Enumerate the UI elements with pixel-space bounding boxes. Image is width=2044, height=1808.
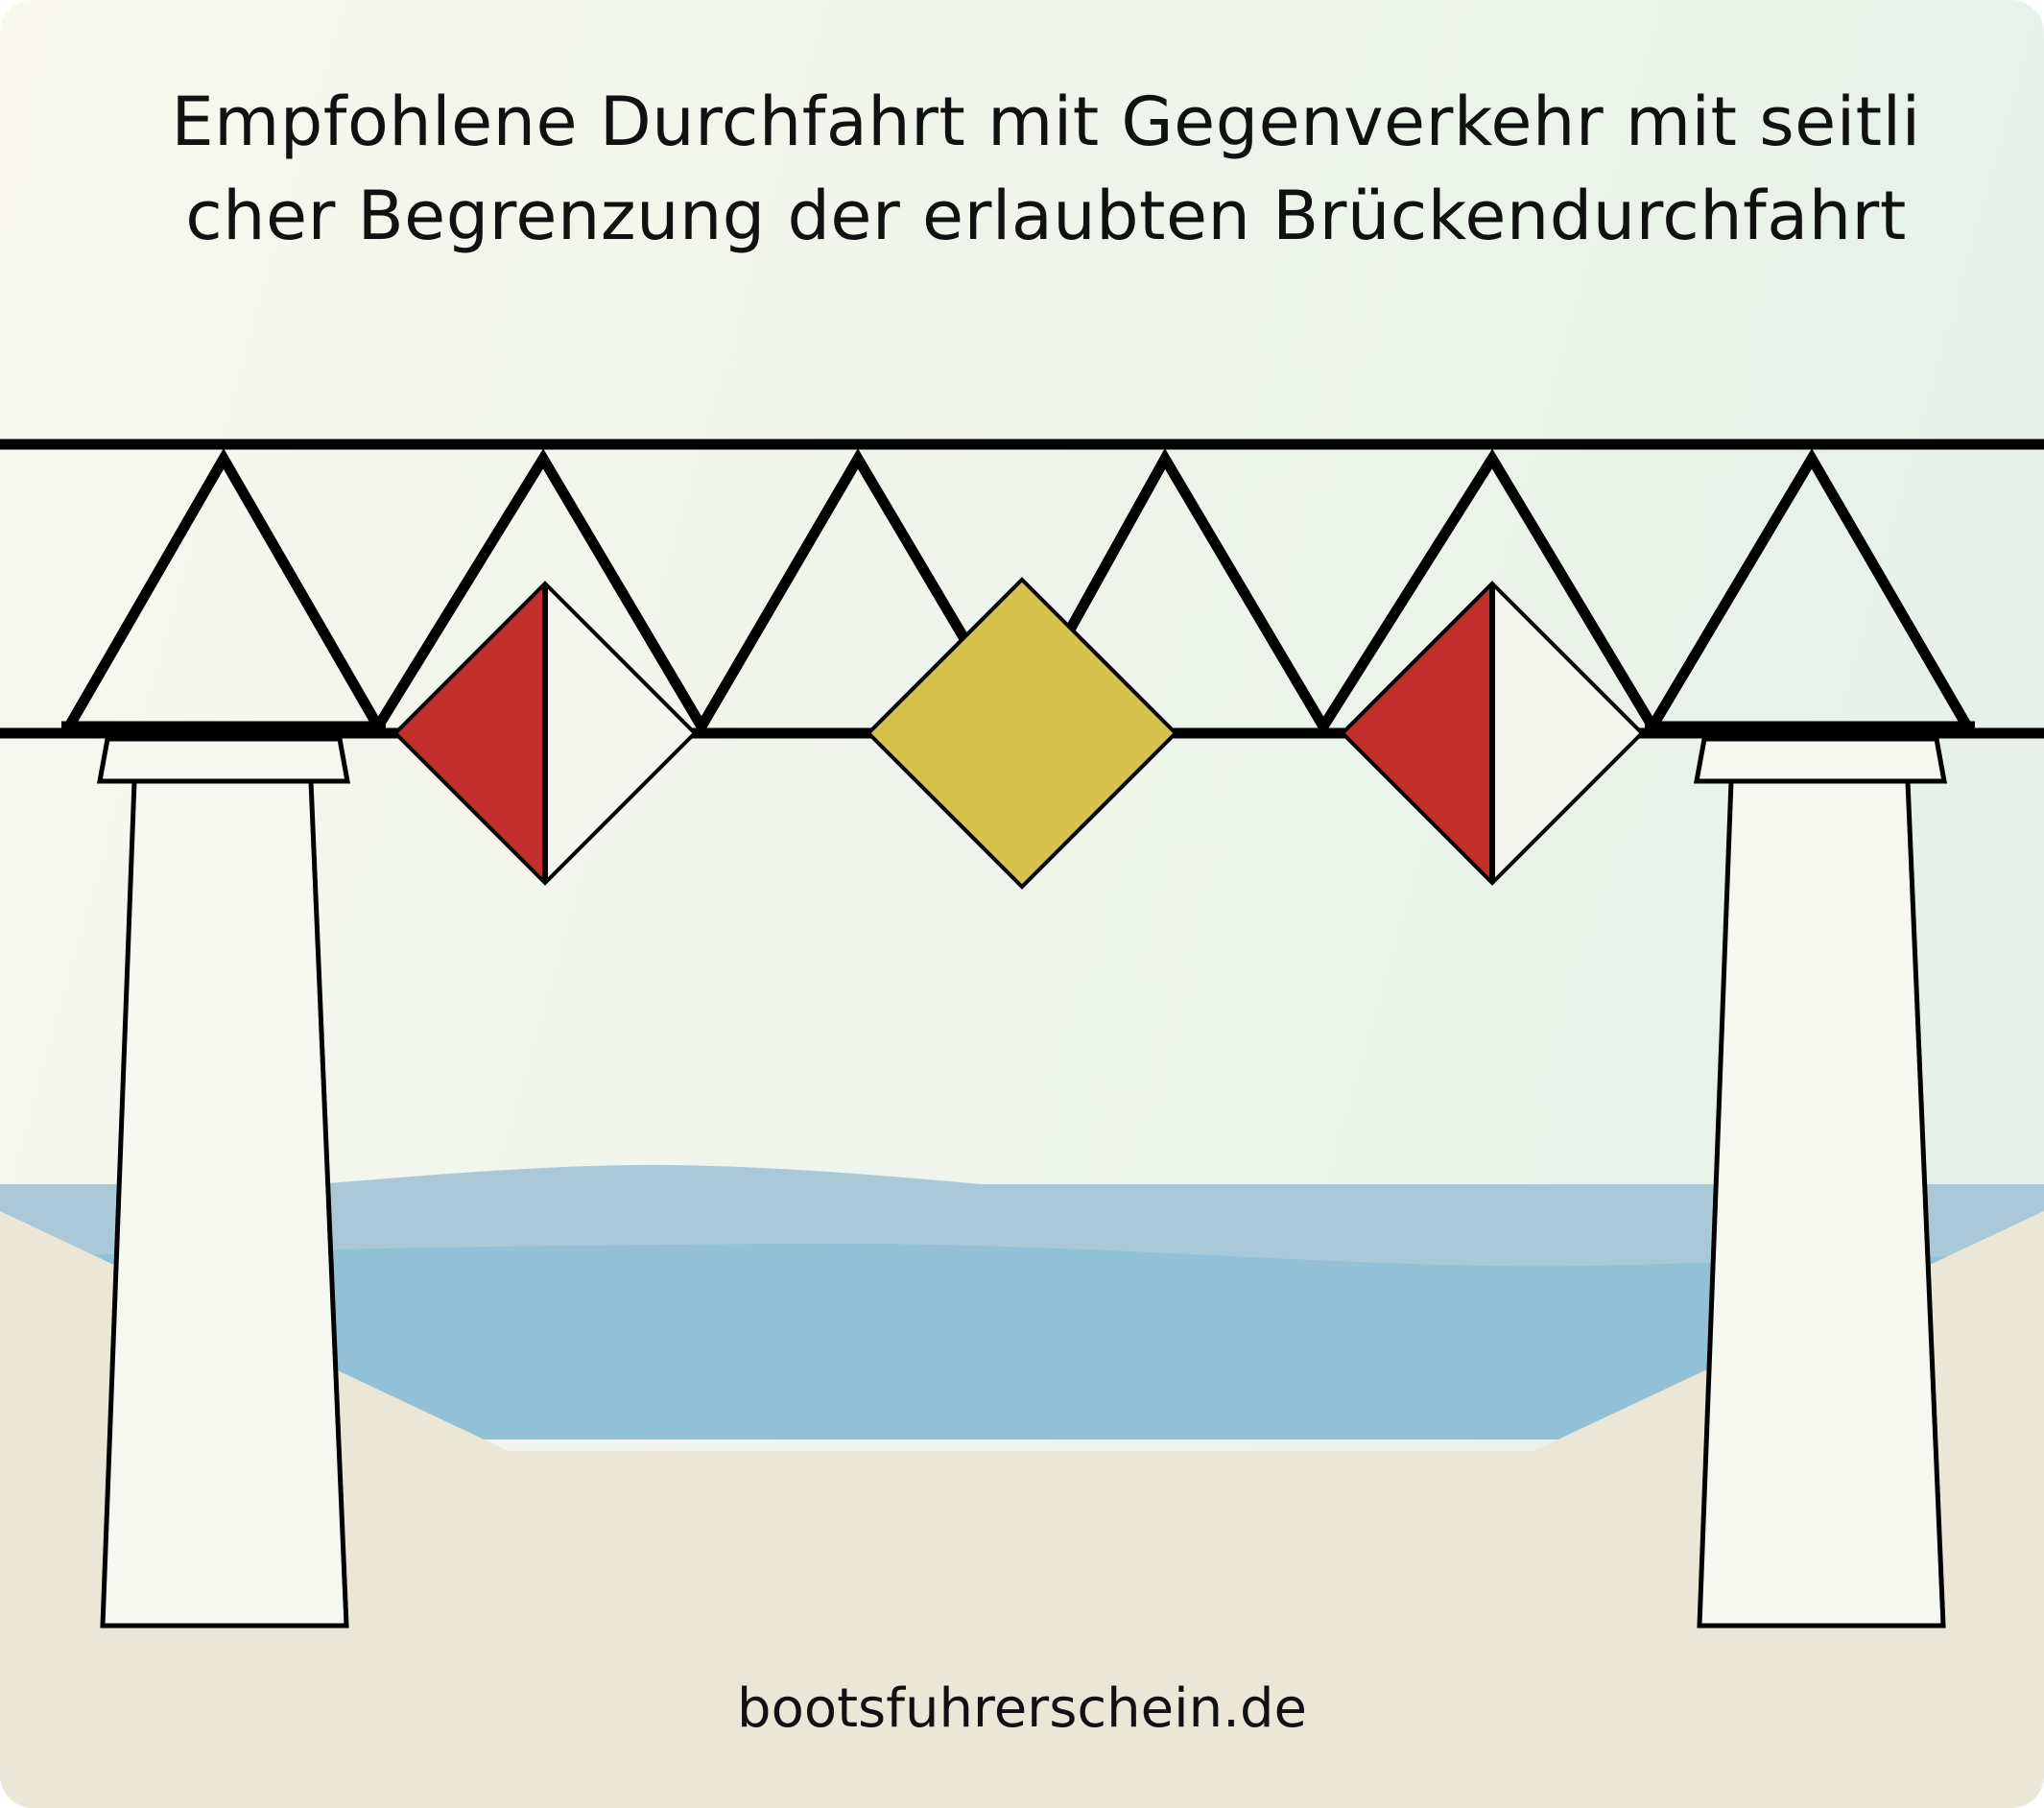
right-sign-white-half	[1492, 583, 1642, 883]
center-yellow-sign	[866, 577, 1178, 890]
water-deep	[0, 1244, 2044, 1439]
right-pillar	[1694, 736, 1947, 1629]
left-red-white-sign	[392, 581, 698, 886]
left-pillar	[97, 736, 350, 1629]
left-sign-white-half	[545, 583, 695, 883]
right-red-white-sign	[1340, 581, 1645, 886]
right-sign-red-half	[1343, 583, 1492, 883]
diagram-title: Empfohlene Durchfahrt mit Gegenverkehr m…	[115, 75, 1977, 263]
footer-website: bootsfuhrerschein.de	[737, 1677, 1307, 1740]
ground-riverbank	[0, 1211, 2044, 1808]
title-line-1: Empfohlene Durchfahrt mit Gegenverkehr m…	[171, 83, 1921, 161]
water-wave-top	[0, 1165, 2044, 1248]
left-sign-red-half	[395, 583, 545, 883]
title-line-2: cher Begrenzung der erlaubten Brückendur…	[185, 177, 1907, 255]
